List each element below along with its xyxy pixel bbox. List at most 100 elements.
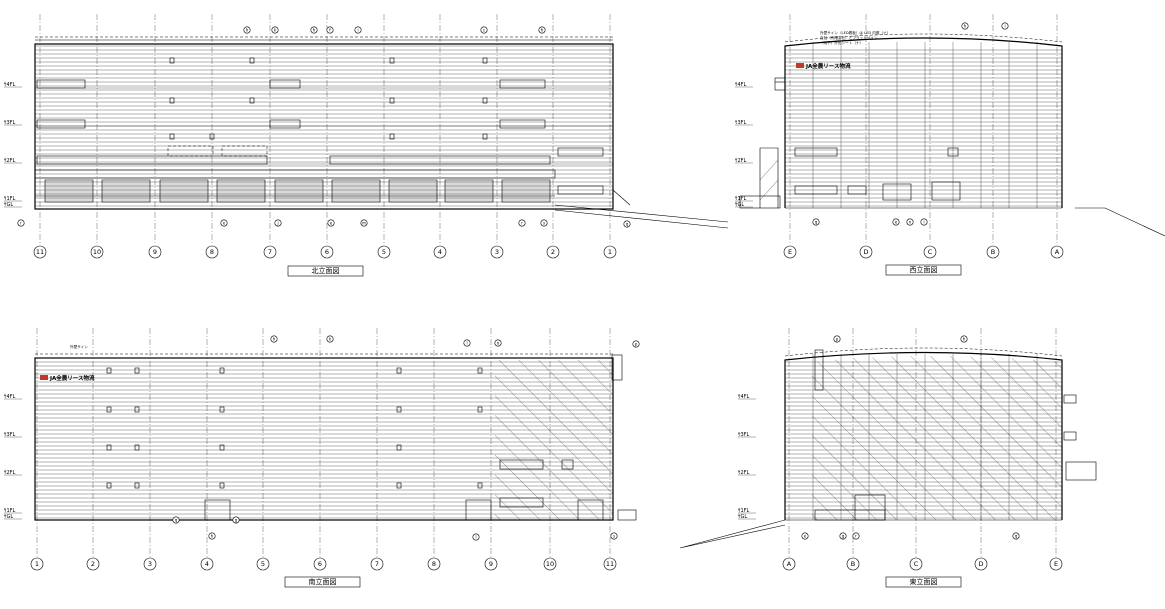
west-logo: JA全農リース物流 — [805, 62, 851, 70]
material-callout-label: j — [276, 221, 278, 226]
material-callout-label: h — [246, 28, 249, 33]
material-callout-bubble — [801, 532, 809, 540]
material-callout-bubble — [892, 218, 900, 226]
west-title: 西立面図 — [910, 265, 938, 274]
grid-axis-label: 1 — [608, 248, 612, 256]
floor-level-label: ｻ3FL — [738, 432, 750, 438]
small-window — [134, 367, 140, 374]
material-callout-label: m — [362, 221, 366, 226]
south-logo: JA全農リース物流 — [49, 374, 95, 382]
grid-axis-label: 9 — [153, 248, 157, 256]
grid-axis-bubble — [546, 245, 560, 259]
grid-axis-label: 2 — [551, 248, 555, 256]
material-callout-bubble — [960, 335, 968, 343]
material-callout-bubble — [961, 22, 969, 30]
material-callout-label: e — [895, 220, 898, 225]
grid-axis-label: B — [991, 248, 995, 256]
grid-axis-bubble — [427, 557, 441, 571]
material-callout-label: h — [964, 24, 967, 29]
material-callout-label: r — [521, 221, 523, 226]
small-window — [482, 133, 488, 140]
material-callout-label: h — [313, 28, 316, 33]
material-callout-bubble — [480, 26, 488, 34]
grid-axis-label: B — [851, 560, 855, 568]
material-callout-label: q — [1015, 534, 1018, 539]
grid-axis-label: 8 — [210, 248, 214, 256]
small-window — [169, 57, 175, 64]
material-callout-bubble — [243, 26, 251, 34]
material-callout-bubble — [494, 339, 502, 347]
grid-axis-label: D — [978, 560, 983, 568]
floor-level-label: ｻGL — [4, 514, 13, 520]
material-callout-label: e — [223, 221, 226, 226]
grid-axis-bubble — [490, 245, 504, 259]
small-window — [219, 444, 225, 451]
grid-axis-label: 10 — [546, 560, 554, 568]
material-callout-label: h — [211, 534, 214, 539]
material-callout-bubble — [1012, 532, 1020, 540]
material-callout-bubble — [518, 219, 526, 227]
material-callout-bubble — [360, 219, 368, 227]
grid-axis-bubble — [86, 557, 100, 571]
floor-level-label: ｻ1FL — [4, 508, 16, 514]
material-callout-bubble — [610, 532, 618, 540]
grid-axis-bubble — [782, 557, 796, 571]
material-callout-label: c — [483, 28, 485, 33]
dock-shutter — [274, 179, 324, 203]
small-window — [482, 57, 488, 64]
grid-axis-bubble — [484, 557, 498, 571]
material-callout-bubble — [463, 339, 471, 347]
material-callout-bubble — [833, 335, 841, 343]
material-callout-label: i — [357, 28, 358, 33]
logo-mark-icon — [796, 63, 804, 68]
west-note-line-3: （地下）外形シート（ナ） — [820, 40, 863, 45]
small-window — [106, 444, 112, 451]
grid-axis-bubble — [148, 245, 162, 259]
grid-axis-label: 4 — [205, 560, 209, 568]
small-window — [106, 482, 112, 489]
grid-axis-bubble — [859, 245, 873, 259]
material-callout-label: h — [273, 337, 276, 342]
small-window — [169, 97, 175, 104]
small-window — [396, 482, 402, 489]
grid-axis-label: A — [787, 560, 792, 568]
floor-level-label: ｻ1FL — [735, 196, 747, 202]
south-title: 南立面図 — [309, 577, 337, 586]
floor-level-label: ｻ4FL — [4, 394, 16, 400]
material-callout-label: h — [963, 337, 966, 342]
grid-axis-bubble — [1049, 557, 1063, 571]
grid-axis-bubble — [543, 557, 557, 571]
floor-level-label: ｻ2FL — [4, 470, 16, 476]
floor-level-label: ｻ4FL — [4, 82, 16, 88]
grid-axis-label: 11 — [606, 560, 614, 568]
small-window — [219, 367, 225, 374]
grid-axis-label: 10 — [93, 248, 101, 256]
material-callout-bubble — [208, 532, 216, 540]
small-window — [249, 57, 255, 64]
grid-axis-bubble — [377, 245, 391, 259]
grid-axis-bubble — [974, 557, 988, 571]
small-window — [219, 482, 225, 489]
floor-level-label: ｻ2FL — [4, 158, 16, 164]
grid-axis-bubble — [909, 557, 923, 571]
dock-shutter — [501, 179, 551, 203]
dock-shutter — [444, 179, 494, 203]
west-title-box — [885, 264, 962, 276]
material-callout-bubble — [354, 26, 362, 34]
material-callout-label: o — [497, 341, 500, 346]
material-callout-bubble — [274, 219, 282, 227]
north-title: 北立面図 — [312, 266, 340, 275]
west-note-line-2: 自社（有限会社）とフラットサイン — [820, 35, 878, 40]
grid-axis-bubble — [256, 557, 270, 571]
small-window — [389, 57, 395, 64]
dock-shutter — [159, 179, 209, 203]
floor-level-label: ｻ1FL — [4, 196, 16, 202]
east-title: 東立面図 — [910, 577, 938, 586]
small-window — [249, 97, 255, 104]
small-window — [169, 133, 175, 140]
grid-axis-bubble — [205, 245, 219, 259]
grid-axis-label: E — [788, 248, 792, 256]
